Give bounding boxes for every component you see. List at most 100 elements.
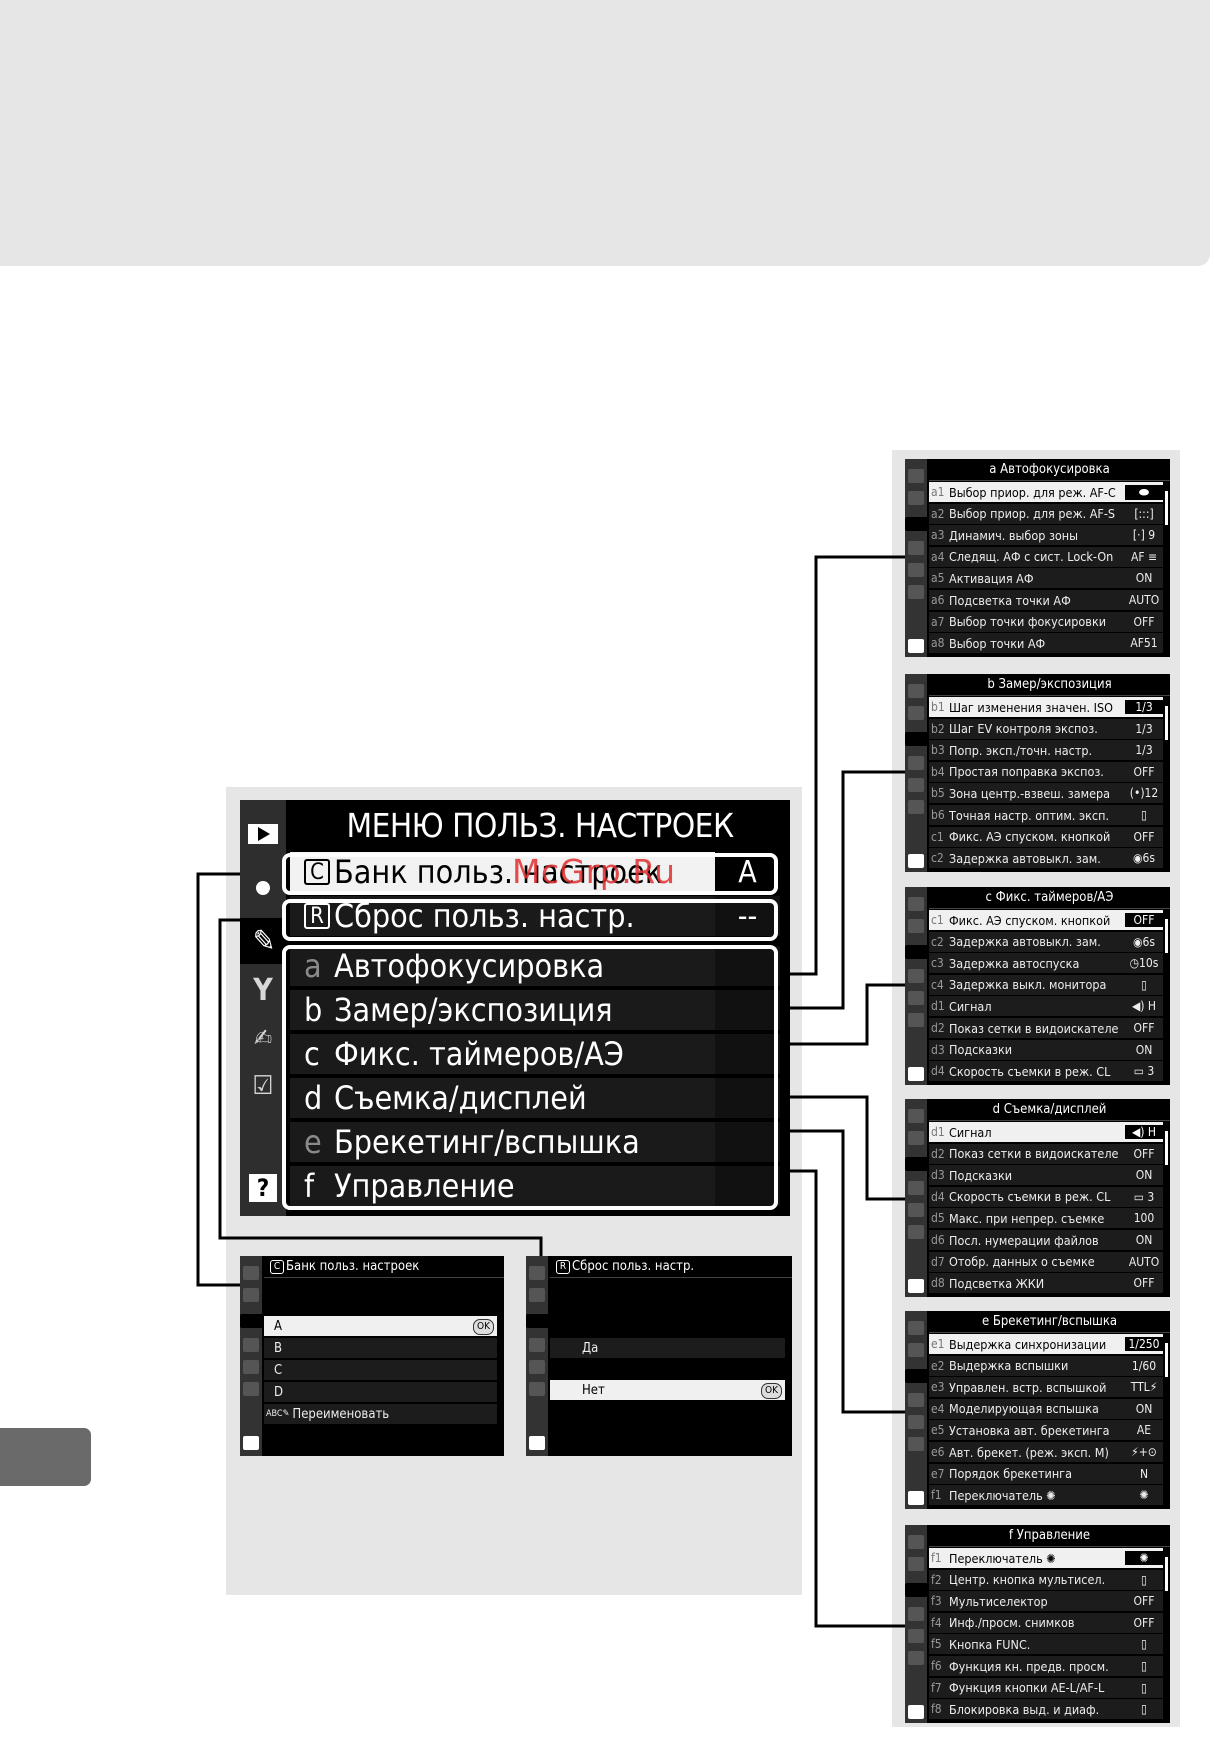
scrollbar[interactable] (1165, 1557, 1168, 1591)
item-value: TTL⚡ (1130, 1380, 1158, 1395)
custom-settings-tab[interactable]: ✎ (240, 918, 288, 964)
item-label: Динамич. выбор зоны (949, 527, 1079, 543)
item-code: f8 (931, 1702, 942, 1717)
item-value: [·] 9 (1132, 528, 1156, 543)
my-menu-tab[interactable]: ☑ (242, 1066, 284, 1106)
menu-item-bank[interactable]: C Банк польз. настроек A (290, 852, 780, 892)
item-value: OFF (1133, 1276, 1155, 1291)
item-code: f7 (931, 1680, 942, 1695)
item-value: OFF (1133, 1594, 1155, 1609)
scrollbar[interactable] (1165, 1343, 1168, 1377)
help-icon (908, 1705, 924, 1719)
reset-option-yes[interactable]: Да (550, 1338, 785, 1358)
retouch-menu-tab[interactable]: ✍ (242, 1018, 284, 1058)
item-code: d3 (931, 1168, 945, 1183)
item-code: a4 (931, 549, 945, 564)
bank-option-d[interactable]: D (264, 1382, 497, 1402)
item-value: AF ≡ (1130, 549, 1158, 564)
scrollbar[interactable] (1165, 706, 1168, 740)
bank-option-c[interactable]: C (264, 1360, 497, 1380)
item-code: c2 (931, 851, 944, 866)
playback-menu-tab[interactable] (242, 816, 284, 852)
scrollbar[interactable] (1165, 491, 1168, 525)
scrollbar[interactable] (1165, 919, 1168, 953)
reset-r-icon: R (556, 1259, 570, 1274)
item-value: ON (1135, 1168, 1153, 1183)
shooting-menu-tab[interactable] (242, 870, 284, 906)
item-value: ◉6s (1133, 934, 1155, 949)
item-value: ✺ (1125, 1551, 1163, 1565)
custom-settings-menu-screen: ✎ Y ✍ ☑ ? МЕНЮ ПОЛЬЗ. НАСТРОЕК C Банк по… (240, 800, 790, 1216)
bank-rename[interactable]: ABC✎Переименовать (264, 1404, 497, 1424)
bank-option-b[interactable]: B (264, 1338, 497, 1358)
item-value: ▯ (1141, 1572, 1147, 1587)
item-label: Переключатель ✺ (949, 1550, 1056, 1566)
scrollbar[interactable] (1165, 1131, 1168, 1165)
setup-menu-tab[interactable]: Y (242, 970, 284, 1010)
groups-outline (282, 945, 778, 1210)
item-label: Подсказки (949, 1042, 1013, 1058)
help-button[interactable]: ? (242, 1170, 284, 1206)
item-label: Выдержка синхронизации (949, 1336, 1107, 1352)
help-icon (908, 639, 924, 653)
